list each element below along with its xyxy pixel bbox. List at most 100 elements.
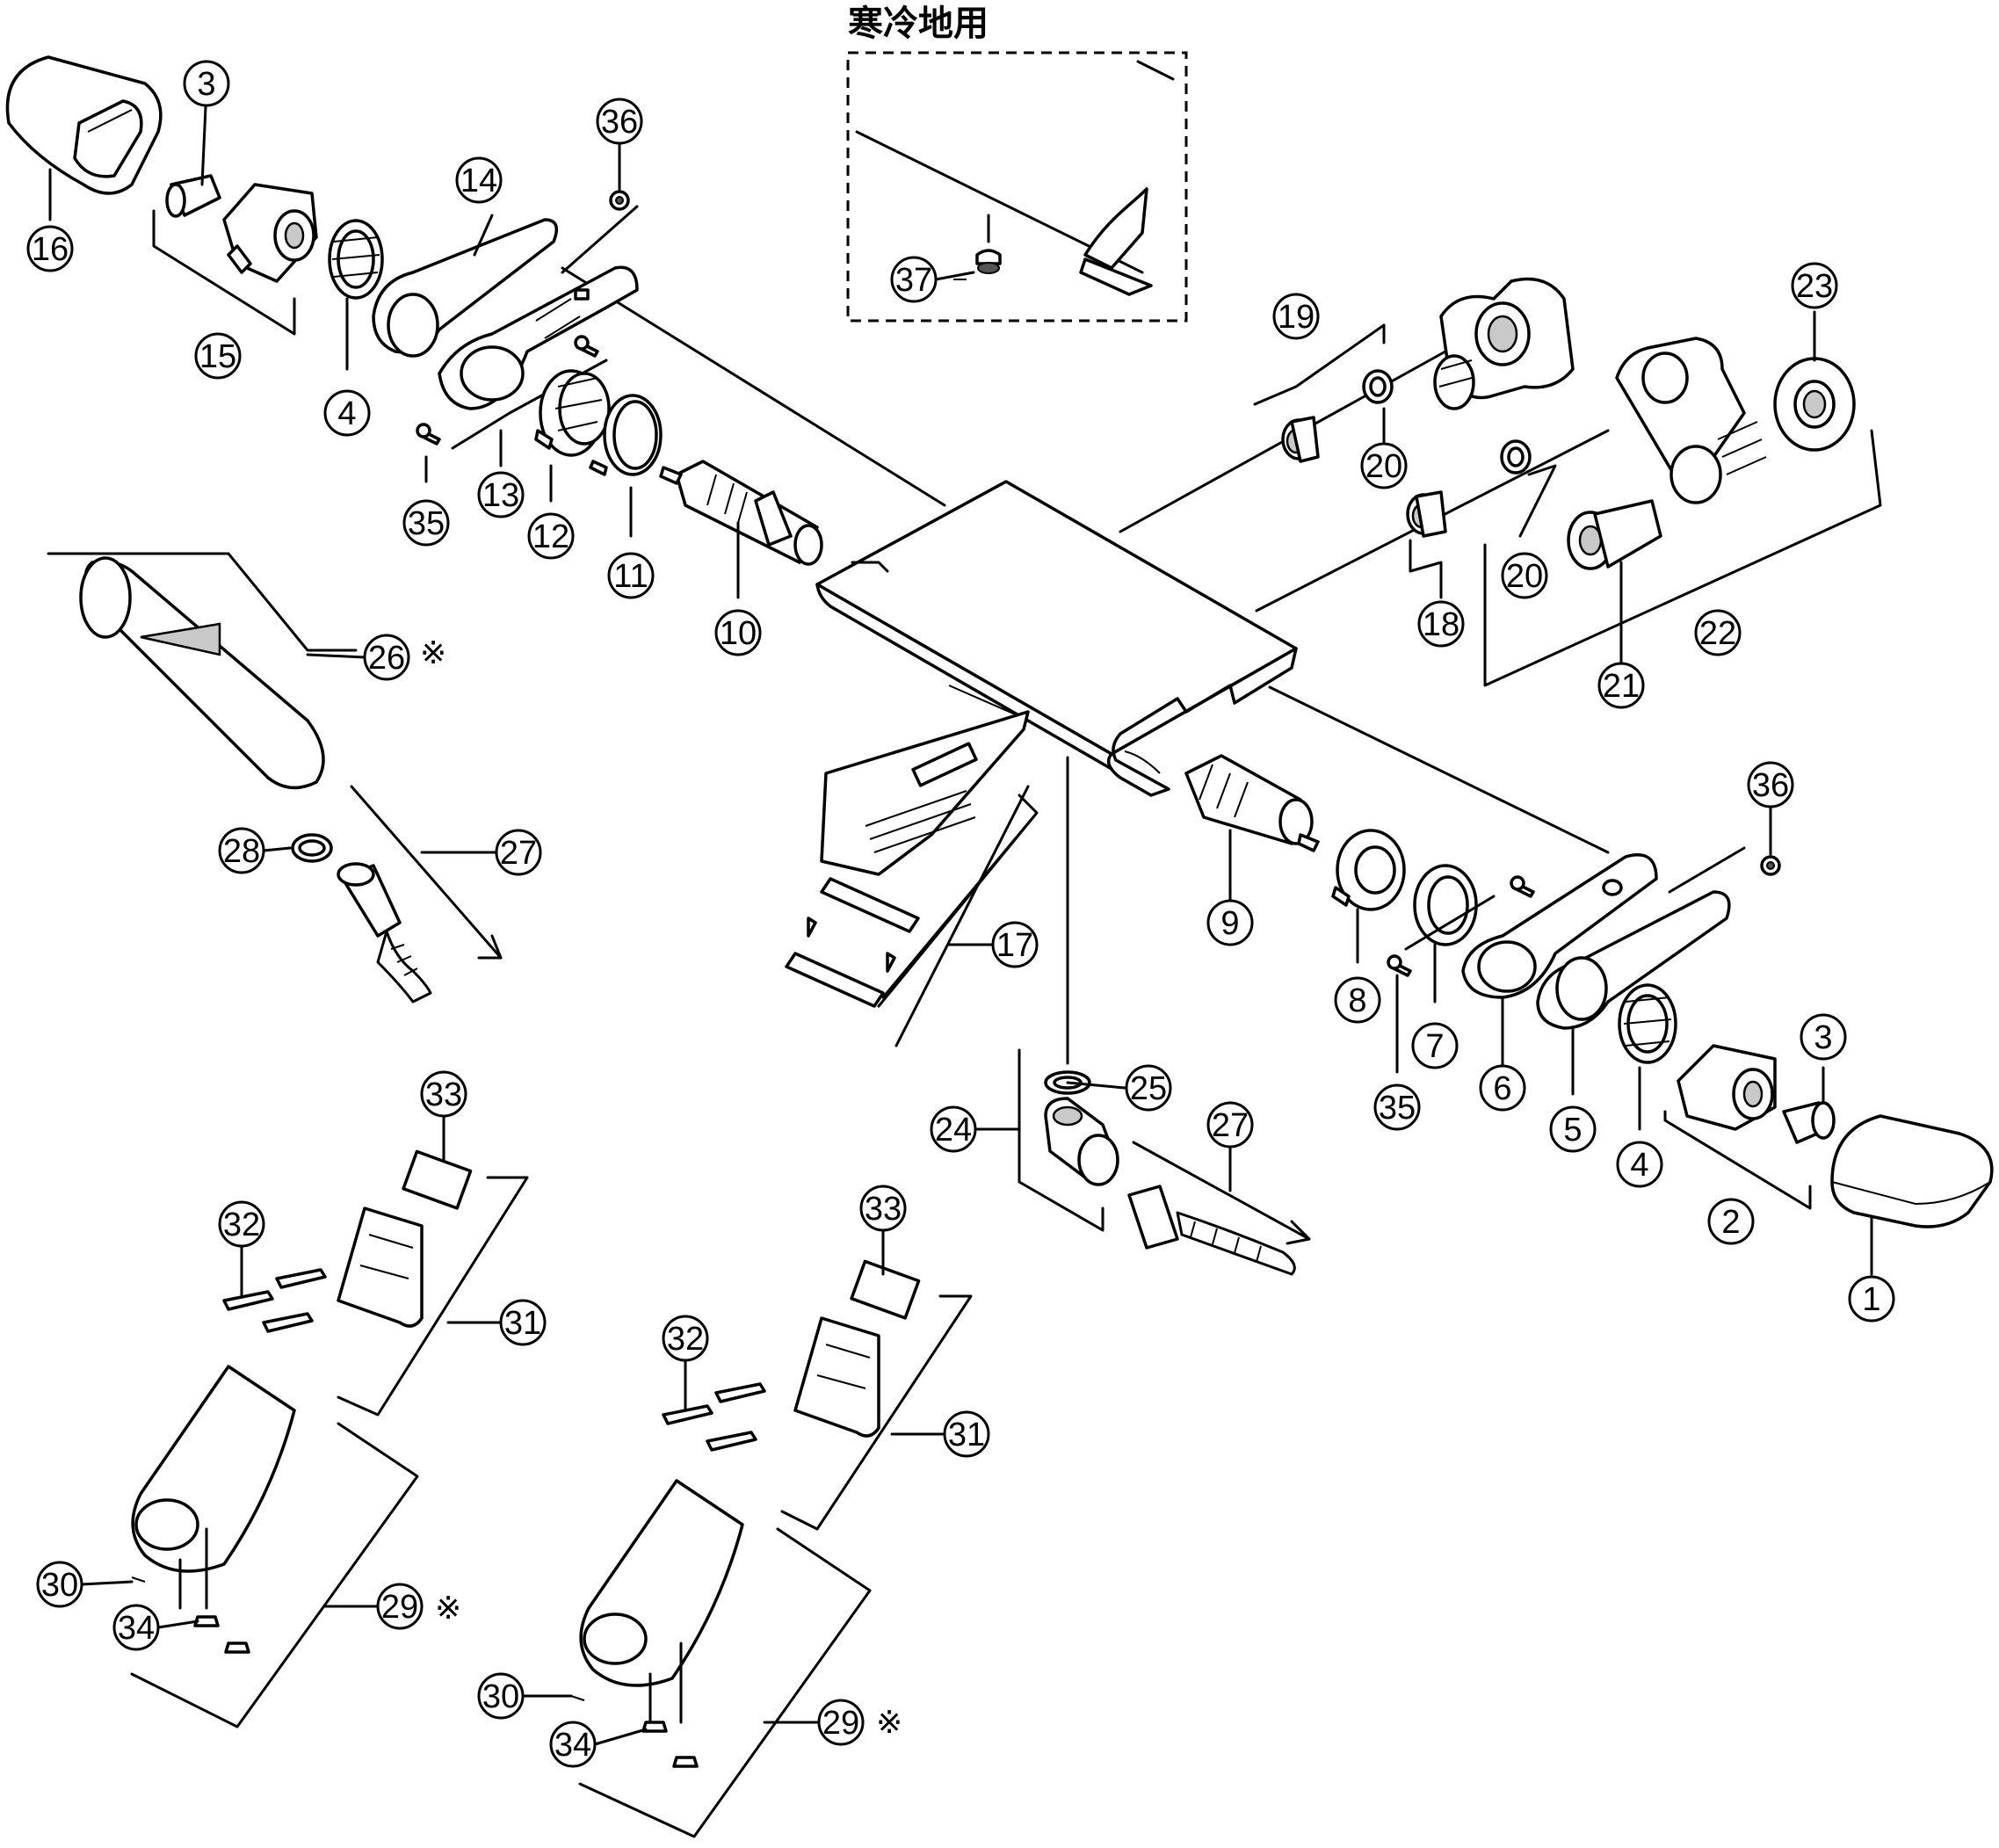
callout-circle xyxy=(1616,1141,1663,1188)
callout-36: 36 xyxy=(1747,761,1794,808)
callout-20: 20 xyxy=(1501,552,1548,599)
callout-number: 4 xyxy=(337,395,356,432)
callout-circle xyxy=(527,512,575,560)
callout-leader-25 xyxy=(1066,1081,1126,1090)
callout-31: 31 xyxy=(499,1299,547,1346)
callout-number: 31 xyxy=(948,1417,985,1453)
callout-number: 29 xyxy=(822,1705,859,1742)
callout-3: 3 xyxy=(1800,1013,1847,1061)
callout-number: 29 xyxy=(381,1589,418,1626)
part-27-shower-hose-lower xyxy=(1127,1141,1311,1276)
callout-number: 32 xyxy=(667,1321,704,1358)
callout-30: 30 xyxy=(477,1672,525,1720)
callout-circle xyxy=(495,829,542,876)
callout-32: 32 xyxy=(662,1315,709,1362)
callout-number: 33 xyxy=(425,1076,462,1113)
part-4-nut-left xyxy=(328,219,384,371)
callout-number: 19 xyxy=(1278,299,1315,336)
callout-circle xyxy=(1848,1275,1895,1323)
callout-circle xyxy=(194,332,242,380)
callout-number: 35 xyxy=(408,505,445,542)
callout-number: 30 xyxy=(482,1678,519,1715)
callout-number: 12 xyxy=(532,518,569,555)
cold-region-inset: 寒冷地用 xyxy=(846,4,1188,322)
callout-circle xyxy=(1707,1198,1755,1245)
callout-number: 8 xyxy=(1348,982,1366,1019)
callout-33: 33 xyxy=(859,1185,907,1232)
callout-4: 4 xyxy=(323,389,371,437)
callout-circle xyxy=(402,499,450,547)
callout-leader-37 xyxy=(934,271,975,281)
callout-number: 26 xyxy=(368,640,405,677)
part-36-screw-lower xyxy=(1668,815,1781,894)
inset-title: 寒冷地用 xyxy=(848,4,989,44)
callout-number: 32 xyxy=(223,1207,260,1243)
callout-11: 11 xyxy=(607,552,655,599)
callout-6: 6 xyxy=(1479,1064,1526,1112)
callout-34: 34 xyxy=(112,1604,160,1651)
callout-22: 22 xyxy=(1694,609,1742,656)
callout-circle xyxy=(1125,1064,1172,1112)
callout-number: 20 xyxy=(1506,558,1543,595)
note-mark-29b: ※ xyxy=(876,1705,902,1741)
callout-circle xyxy=(363,634,410,681)
callout-number: 27 xyxy=(500,835,537,872)
callout-5: 5 xyxy=(1549,1105,1597,1153)
callout-circle xyxy=(890,256,938,303)
callout-number: 36 xyxy=(1752,767,1789,804)
callout-circle xyxy=(26,225,74,272)
part-7-washer-right xyxy=(1413,864,1478,1004)
callout-circle xyxy=(455,156,503,204)
callout-circle xyxy=(991,921,1039,968)
callout-circle xyxy=(930,1105,977,1153)
callout-23: 23 xyxy=(1791,262,1838,309)
callout-circle xyxy=(1747,761,1794,808)
callout-number: 15 xyxy=(199,338,236,375)
callout-circle xyxy=(477,1672,525,1720)
callout-circle xyxy=(817,1699,865,1746)
callout-circle xyxy=(323,389,371,437)
part-35-screw-right xyxy=(1387,875,1535,1074)
callout-14: 14 xyxy=(455,156,503,204)
callout-number: 34 xyxy=(118,1610,155,1647)
callout-number: 34 xyxy=(554,1727,591,1764)
callout-number: 13 xyxy=(482,477,519,514)
callout-13: 13 xyxy=(477,471,525,518)
part-14-handle-plate-left xyxy=(372,214,559,358)
part-8-ring-nut-right xyxy=(1331,829,1406,964)
callout-circle xyxy=(477,471,525,518)
callout-number: 2 xyxy=(1721,1204,1740,1241)
part-20-washer-upper xyxy=(1362,369,1394,446)
callout-number: 37 xyxy=(895,262,932,299)
callout-circle xyxy=(1360,442,1408,489)
callout-circle xyxy=(1334,976,1381,1024)
callout-number: 35 xyxy=(1379,1090,1416,1127)
callout-36: 36 xyxy=(596,98,643,145)
callout-circle xyxy=(1411,1022,1459,1069)
callout-number: 16 xyxy=(32,231,69,268)
callout-circle xyxy=(499,1299,547,1346)
callout-number: 7 xyxy=(1425,1028,1444,1065)
callout-circle xyxy=(596,98,643,145)
callout-20: 20 xyxy=(1360,442,1408,489)
callout-leader-30 xyxy=(80,1580,134,1586)
part-19-elbow-fitting-upper xyxy=(1433,277,1575,410)
callout-25: 25 xyxy=(1125,1064,1172,1112)
callout-21: 21 xyxy=(1597,662,1645,709)
callout-number: 23 xyxy=(1796,268,1833,305)
part-4-nut-right xyxy=(1618,983,1677,1131)
part-18-check-valve-lower xyxy=(1406,490,1447,599)
callout-2: 2 xyxy=(1707,1198,1755,1245)
callout-number: 11 xyxy=(613,558,648,595)
callout-31: 31 xyxy=(943,1410,990,1458)
part-35-screw-left xyxy=(416,335,608,483)
group-b-holder xyxy=(570,1479,872,1838)
callout-leader-26 xyxy=(306,653,366,659)
part-15-spindle-unit xyxy=(152,183,318,336)
callout-number: 31 xyxy=(504,1305,541,1342)
callout-number: 17 xyxy=(996,927,1033,964)
part-13-cover-left xyxy=(438,265,639,467)
callout-number: 9 xyxy=(1220,905,1239,942)
callout-circle xyxy=(662,1315,709,1362)
